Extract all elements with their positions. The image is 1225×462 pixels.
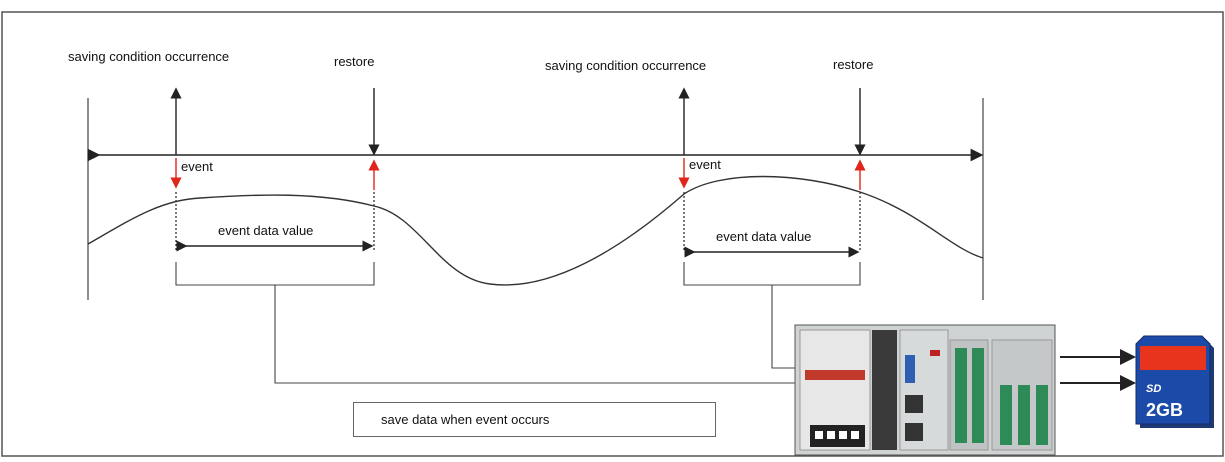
event-label-2: event — [689, 157, 721, 172]
save-data-text: save data when event occurs — [381, 412, 550, 427]
connector-line-1 — [274, 285, 795, 384]
plc-module-image — [794, 324, 1056, 456]
restore-label-1: restore — [334, 54, 375, 69]
saving-condition-label-2: saving condition occurrence — [545, 58, 707, 73]
event-label-1: event — [181, 159, 213, 174]
connector-line-2 — [771, 285, 795, 369]
restore-label-2: restore — [833, 57, 874, 72]
signal-waveform — [87, 175, 984, 286]
sd-card-brand: SD — [1146, 383, 1161, 395]
saving-condition-label-1: saving condition occurrence — [68, 49, 230, 64]
brace-1 — [175, 262, 375, 286]
event-data-value-label-1: event data value — [218, 223, 314, 238]
sd-card-icon: SD 2GB — [1135, 335, 1214, 428]
sd-card-capacity: 2GB — [1146, 400, 1183, 420]
brace-2 — [683, 262, 861, 286]
outer-frame — [1, 11, 1224, 457]
event-data-value-label-2: event data value — [716, 229, 812, 244]
save-data-box: save data when event occurs — [353, 402, 716, 437]
